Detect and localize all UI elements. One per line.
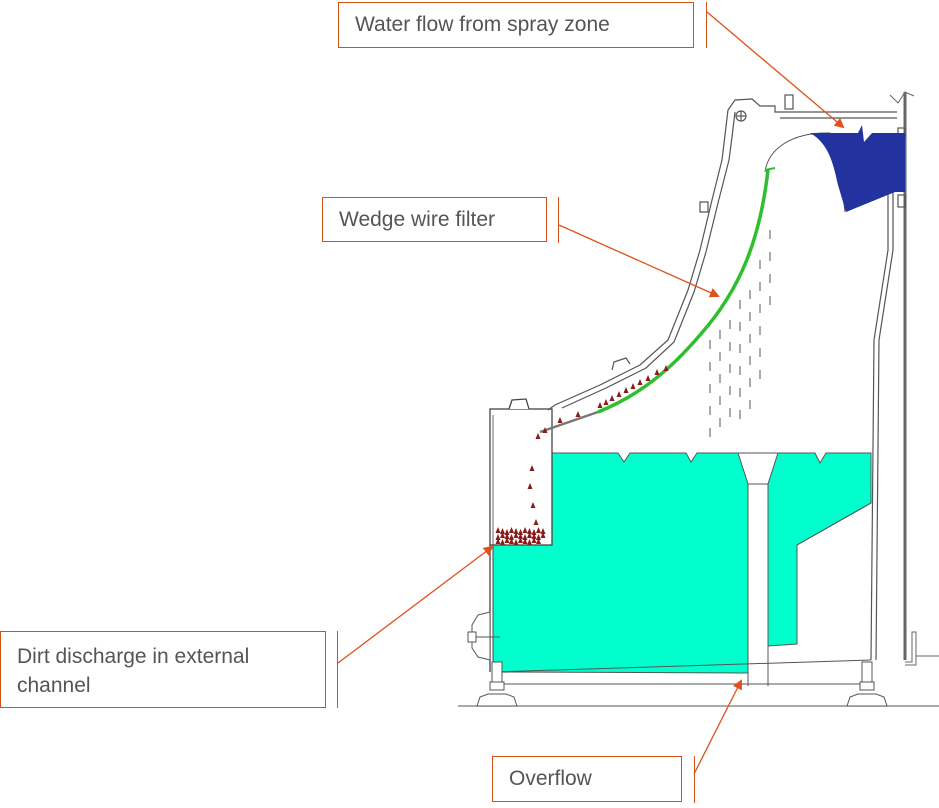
label-spray-zone-tick <box>706 2 707 48</box>
dirt-particle <box>540 528 546 534</box>
label-spray-zone-text: Water flow from spray zone <box>355 13 610 36</box>
dirt-particle <box>645 375 651 381</box>
hood <box>547 94 906 411</box>
dirt-particle <box>529 465 535 471</box>
dirt-particle <box>533 519 539 525</box>
tank-base <box>492 502 872 685</box>
dirt-particle <box>522 534 528 540</box>
dirt-particle <box>536 534 541 540</box>
dirt-particle <box>513 532 519 538</box>
dirt-particles <box>495 365 669 545</box>
dirt-particle <box>495 527 501 533</box>
dirt-particle <box>500 539 505 545</box>
dirt-particle <box>522 527 528 533</box>
dirt-particle <box>616 391 622 397</box>
discharge-plate <box>539 410 599 434</box>
dirt-particle <box>630 383 636 389</box>
filter-top-clip <box>764 167 776 171</box>
dirt-particle <box>603 399 609 405</box>
dirt-particle <box>531 529 537 535</box>
dirt-particle <box>535 433 541 439</box>
label-spray-zone: Water flow from spray zone <box>338 2 694 48</box>
dirt-particle <box>513 539 519 545</box>
leveling-foot-left <box>476 661 518 707</box>
dirt-particle <box>495 534 501 540</box>
dirt-particle <box>531 533 537 539</box>
dirt-particle <box>530 502 536 508</box>
dirt-particle <box>663 365 669 371</box>
leveling-foot-right <box>846 661 888 707</box>
drive-unit <box>467 611 500 661</box>
dirt-particle <box>518 537 523 543</box>
label-wedge-wire-text: Wedge wire filter <box>339 208 496 231</box>
housing-right-wall <box>870 140 894 661</box>
dirt-particle <box>654 369 660 375</box>
dirt-particle <box>522 538 528 544</box>
dirt-particle <box>527 539 532 545</box>
dirt-particle <box>531 537 537 543</box>
label-dirt-discharge: Dirt discharge in external channel <box>0 631 326 708</box>
dirt-particle <box>575 411 581 417</box>
callout-arrow-filter <box>558 224 720 298</box>
label-overflow-tick <box>694 756 695 803</box>
spray-water <box>810 125 905 212</box>
falling-water <box>709 230 771 437</box>
dirt-particle <box>527 528 532 534</box>
label-overflow-text: Overflow <box>509 767 592 790</box>
label-dirt-discharge-text: Dirt discharge in external channel <box>17 645 250 697</box>
tank-water-right <box>767 452 872 647</box>
dirt-particle <box>504 533 510 539</box>
label-overflow: Overflow <box>492 756 682 802</box>
callout-arrow-overflow <box>693 679 742 775</box>
dirt-particle <box>513 528 519 534</box>
dirt-particle <box>495 538 501 544</box>
overflow-pipe <box>738 452 778 686</box>
dirt-particle <box>623 387 629 393</box>
dirt-particle <box>527 483 533 489</box>
dirt-particle <box>504 529 510 535</box>
callout-arrow-dirt <box>337 545 494 664</box>
dirt-particle <box>500 532 505 538</box>
callout-lines <box>337 11 845 775</box>
dirt-particle <box>518 529 523 535</box>
callout-arrow-spray <box>706 11 845 129</box>
dirt-particle <box>540 532 546 538</box>
dirt-particle <box>509 527 514 533</box>
wedge-wire-filter <box>597 169 770 414</box>
dirt-particle <box>609 395 615 401</box>
dirt-particle <box>527 532 532 538</box>
dirt-particle <box>518 533 523 539</box>
label-dirt-discharge-tick <box>337 631 338 708</box>
dirt-particle <box>536 538 541 544</box>
dirt-particle <box>504 537 510 543</box>
dirt-particle <box>509 534 514 540</box>
dirt-particle <box>536 527 541 533</box>
label-wedge-wire: Wedge wire filter <box>322 197 547 242</box>
dirt-particle <box>500 528 505 534</box>
dirt-particle <box>509 538 514 544</box>
dirt-particle <box>637 379 643 385</box>
label-wedge-wire-tick <box>558 197 559 243</box>
dirt-particle <box>557 417 563 423</box>
dirt-particle <box>597 402 603 408</box>
dirt-particle <box>542 427 548 433</box>
